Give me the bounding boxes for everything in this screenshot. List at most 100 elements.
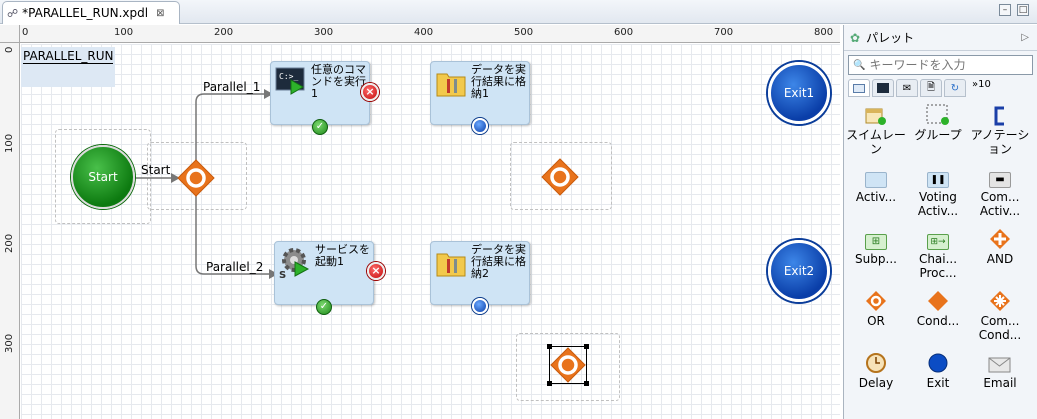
palette-item-label: Delay <box>858 376 894 390</box>
editor-tabbar: ☍ *PARALLEL_RUN.xpdl ⊠ – □ <box>0 0 1037 24</box>
palette-grid: スイムレーン グループ アノテーション Activ... ❚❚ Voting A… <box>844 98 1037 404</box>
ruler-left-label: 0 <box>4 46 15 53</box>
resize-handle[interactable] <box>547 381 552 386</box>
palette-item-annotation[interactable]: アノテーション <box>970 98 1030 156</box>
palette-item-conditional[interactable]: Cond... <box>908 284 968 342</box>
editor-tab[interactable]: ☍ *PARALLEL_RUN.xpdl ⊠ <box>2 1 180 24</box>
palette-tab-mail[interactable]: ✉ <box>896 79 918 97</box>
mail-icon: ✉ <box>902 82 912 94</box>
edge-arrowhead <box>269 269 278 279</box>
edge-label-parallel1[interactable]: Parallel_1 <box>203 80 261 94</box>
folder-tools-icon <box>436 73 466 97</box>
minimize-button[interactable]: – <box>999 4 1011 16</box>
check-badge-icon[interactable]: ✓ <box>316 299 332 315</box>
swimlane-label[interactable]: PARALLEL_RUN <box>21 47 115 87</box>
chained-process-icon: ⊞→ <box>927 234 949 250</box>
edge-label-parallel2[interactable]: Parallel_2 <box>206 260 264 274</box>
palette-item-and[interactable]: AND <box>970 222 1030 280</box>
palette-item-chained-process[interactable]: ⊞→ Chai... Proc... <box>908 222 968 280</box>
parallel-gateway[interactable] <box>176 158 216 198</box>
palette-item-label: Chai... Proc... <box>918 252 958 280</box>
error-badge-icon[interactable]: × <box>367 262 385 280</box>
link-badge-icon[interactable] <box>472 298 488 314</box>
gateway-group-outline <box>147 142 247 210</box>
close-tab-icon[interactable]: ⊠ <box>156 7 165 19</box>
ruler-top-label: 300 <box>314 27 334 38</box>
palette-tab-command[interactable] <box>872 79 894 97</box>
check-badge-icon[interactable]: ✓ <box>312 119 328 135</box>
ruler-top-label: 400 <box>414 27 434 38</box>
palette-item-subprocess[interactable]: ⊞ Subp... <box>846 222 906 280</box>
resize-handle[interactable] <box>584 381 589 386</box>
palette-tab-cycle[interactable]: ↻ <box>944 79 966 97</box>
ruler-top-label: 700 <box>714 27 734 38</box>
exit-event-label: Exit2 <box>783 264 815 278</box>
gateway-group-outline <box>516 333 620 401</box>
palette-item-label: スイムレーン <box>846 128 906 156</box>
palette-item-exit[interactable]: Exit <box>908 346 968 404</box>
palette-item-complex-conditional[interactable]: Com... Cond... <box>970 284 1030 342</box>
palette-item-swimlane[interactable]: スイムレーン <box>846 98 906 156</box>
start-event[interactable]: Start <box>71 145 135 209</box>
palette-item-label: アノテーション <box>970 128 1030 156</box>
annotation-icon <box>994 106 1004 126</box>
start-event-label: Start <box>88 170 118 184</box>
error-badge-icon[interactable]: × <box>361 83 379 101</box>
ruler-left-label: 200 <box>4 233 15 253</box>
palette-item-voting-activity[interactable]: ❚❚ Voting Activ... <box>908 160 968 218</box>
link-badge-icon[interactable] <box>472 118 488 134</box>
palette-item-label: Subp... <box>855 252 897 266</box>
palette-tabs: ✉ 🗎 ↻ »10 <box>848 79 1033 99</box>
palette-item-group[interactable]: グループ <box>908 98 968 156</box>
task-label: 任意のコマンドを実行1 <box>311 63 366 100</box>
palette-item-activity[interactable]: Activ... <box>846 160 906 218</box>
palette-item-label: グループ <box>914 128 962 142</box>
conditional-gateway-icon <box>928 291 948 311</box>
command-prompt-icon: C:>_ <box>275 67 305 95</box>
group-icon <box>926 104 949 125</box>
selected-gateway-frame[interactable] <box>547 344 589 386</box>
palette-icon: ✿ <box>850 30 861 45</box>
palette-item-label: Com... Activ... <box>979 190 1021 218</box>
diagram-canvas[interactable]: PARALLEL_RUN Start Parallel_1 Parallel_2… <box>21 44 840 419</box>
palette-search[interactable]: 🔍 <box>848 55 1033 75</box>
swimlane-name: PARALLEL_RUN <box>23 49 114 64</box>
maximize-button[interactable]: □ <box>1017 4 1029 16</box>
ruler-top-label: 800 <box>814 27 834 38</box>
task-store-result-1[interactable]: データを実行結果に格納1 <box>430 61 530 125</box>
svg-text:C:>_: C:>_ <box>279 72 298 81</box>
compound-activity-icon: ▬ <box>989 172 1011 188</box>
exit-event-1[interactable]: Exit1 <box>768 62 830 124</box>
task-command-1[interactable]: C:>_ 任意のコマンドを実行1 <box>270 61 370 125</box>
collapse-arrow-icon[interactable]: ▷ <box>1021 32 1029 43</box>
ruler-top-label: 0 <box>22 27 29 38</box>
palette-item-label: Com... Cond... <box>978 314 1022 342</box>
exit-event-2[interactable]: Exit2 <box>768 240 830 302</box>
task-service-1[interactable]: S サービスを起動1 <box>274 241 374 305</box>
gateway-group-outline <box>510 142 612 210</box>
palette-item-compound-activity[interactable]: ▬ Com... Activ... <box>970 160 1030 218</box>
resize-handle[interactable] <box>584 344 589 349</box>
palette-item-delay[interactable]: Delay <box>846 346 906 404</box>
ruler-left-label: 300 <box>4 333 15 353</box>
task-label: サービスを起動1 <box>315 243 370 268</box>
palette-panel: ✿ パレット ▷ 🔍 ✉ 🗎 ↻ »10 スイムレーン グループ アノテーション… <box>843 25 1037 419</box>
palette-tab-document[interactable]: 🗎 <box>920 79 942 97</box>
palette-tab-basic[interactable] <box>848 79 870 97</box>
edge-arrowhead <box>264 89 273 99</box>
exit-icon <box>928 353 948 373</box>
palette-more-tabs[interactable]: »10 <box>972 79 991 90</box>
task-store-result-2[interactable]: データを実行結果に格納2 <box>430 241 530 305</box>
or-gateway-selected[interactable] <box>550 347 586 383</box>
editor-tab-title: *PARALLEL_RUN.xpdl <box>22 6 149 20</box>
palette-item-email[interactable]: Email <box>970 346 1030 404</box>
edge-parallel2-line <box>195 190 269 275</box>
palette-item-or[interactable]: OR <box>846 284 906 342</box>
palette-search-input[interactable] <box>869 58 1020 72</box>
resize-handle[interactable] <box>547 344 552 349</box>
xpdl-file-icon: ☍ <box>7 6 19 20</box>
edge-label-start[interactable]: Start <box>141 163 171 177</box>
document-icon: 🗎 <box>926 81 936 93</box>
palette-item-label: Exit <box>926 376 950 390</box>
or-gateway[interactable] <box>540 157 580 197</box>
